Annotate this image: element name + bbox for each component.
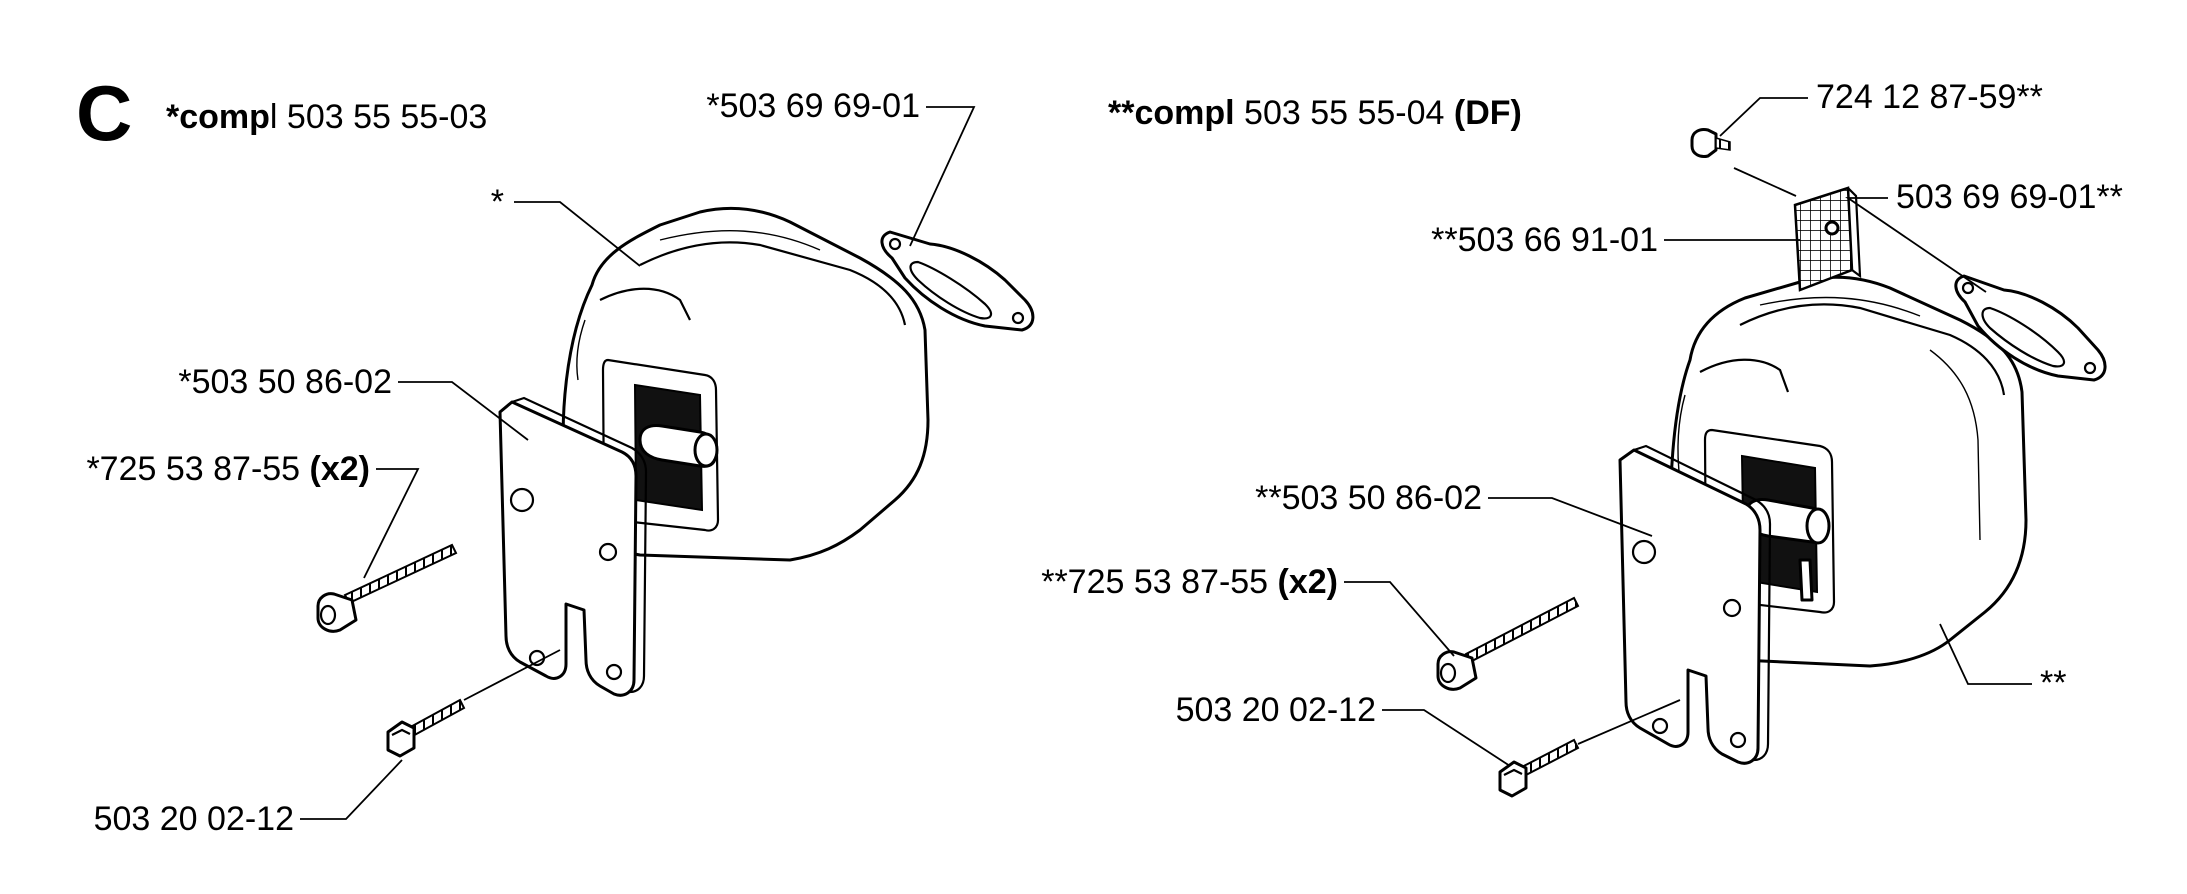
label-right-screen: **503 66 91-01 — [1431, 221, 1658, 259]
left-title-rest: l 503 55 55-03 — [270, 98, 487, 136]
label-right-screw-qty: (x2) — [1278, 563, 1338, 601]
left-plate-drawing — [498, 396, 648, 697]
right-title-bold: compl — [1134, 94, 1234, 132]
right-small-screw-drawing — [1690, 128, 1797, 197]
leader-right-gasket — [1845, 197, 1987, 293]
label-left-plate: *503 50 86-02 — [178, 363, 392, 401]
left-long-screw-drawing — [316, 543, 458, 633]
left-title-prefix: * — [166, 98, 180, 136]
label-left-gasket: *503 69 69-01 — [706, 87, 920, 125]
right-gasket-drawing — [1954, 274, 2107, 382]
left-title-bold: comp — [179, 98, 270, 136]
right-title-prefix: ** — [1108, 94, 1135, 132]
leader-right-plate — [1488, 497, 1653, 537]
label-right-bolt: 503 20 02-12 — [1176, 691, 1376, 729]
label-right-muffler: ** — [2040, 664, 2066, 702]
right-plate-drawing — [1618, 444, 1772, 765]
left-short-bolt-drawing — [386, 698, 466, 758]
leader-left-screw — [363, 468, 420, 579]
right-title-rest: 503 55 55-04 — [1235, 94, 1454, 132]
label-left-screw-number: *725 53 87-55 — [86, 450, 309, 488]
label-right-screw-number: **725 53 87-55 — [1041, 563, 1277, 601]
label-right-screw: **725 53 87-55 (x2) — [1041, 563, 1338, 601]
label-right-plate: **503 50 86-02 — [1255, 479, 1482, 517]
leader-left-plate — [398, 381, 529, 441]
right-assembly: 724 12 87-59** 503 69 69-01** **503 66 9… — [1041, 78, 2123, 798]
leader-left-bolt — [300, 759, 403, 820]
right-assembly-title: **compl 503 55 55-04 (DF) — [1108, 94, 1522, 132]
label-left-bolt: 503 20 02-12 — [94, 800, 294, 838]
leader-right-bolt — [1382, 709, 1511, 767]
leader-right-screw — [1344, 581, 1455, 657]
left-assembly: *503 69 69-01 * *503 50 86-02 *725 53 87… — [86, 87, 1035, 838]
right-title-suffix: (DF) — [1454, 94, 1522, 132]
label-right-gasket: 503 69 69-01** — [1896, 178, 2123, 216]
leader-left-bolt-a — [463, 649, 561, 701]
leader-left-muffler — [514, 201, 641, 267]
leader-right-bolt-a — [1577, 699, 1681, 745]
left-gasket-drawing — [880, 230, 1035, 332]
right-long-screw-drawing — [1436, 596, 1580, 691]
label-left-screw-qty: (x2) — [310, 450, 370, 488]
left-muffler-drawing — [561, 206, 930, 562]
leader-right-muffler — [1939, 623, 2032, 685]
left-assembly-title: *compl 503 55 55-03 — [166, 98, 487, 136]
section-letter: C — [76, 69, 132, 157]
label-right-small-screw: 724 12 87-59** — [1816, 78, 2043, 116]
leader-right-small-screw — [1719, 97, 1808, 137]
right-screen-drawing — [1793, 186, 1862, 292]
label-left-screw: *725 53 87-55 (x2) — [86, 450, 370, 488]
label-left-muffler: * — [491, 183, 504, 221]
leader-left-gasket — [909, 106, 976, 247]
right-short-bolt-drawing — [1498, 738, 1580, 798]
